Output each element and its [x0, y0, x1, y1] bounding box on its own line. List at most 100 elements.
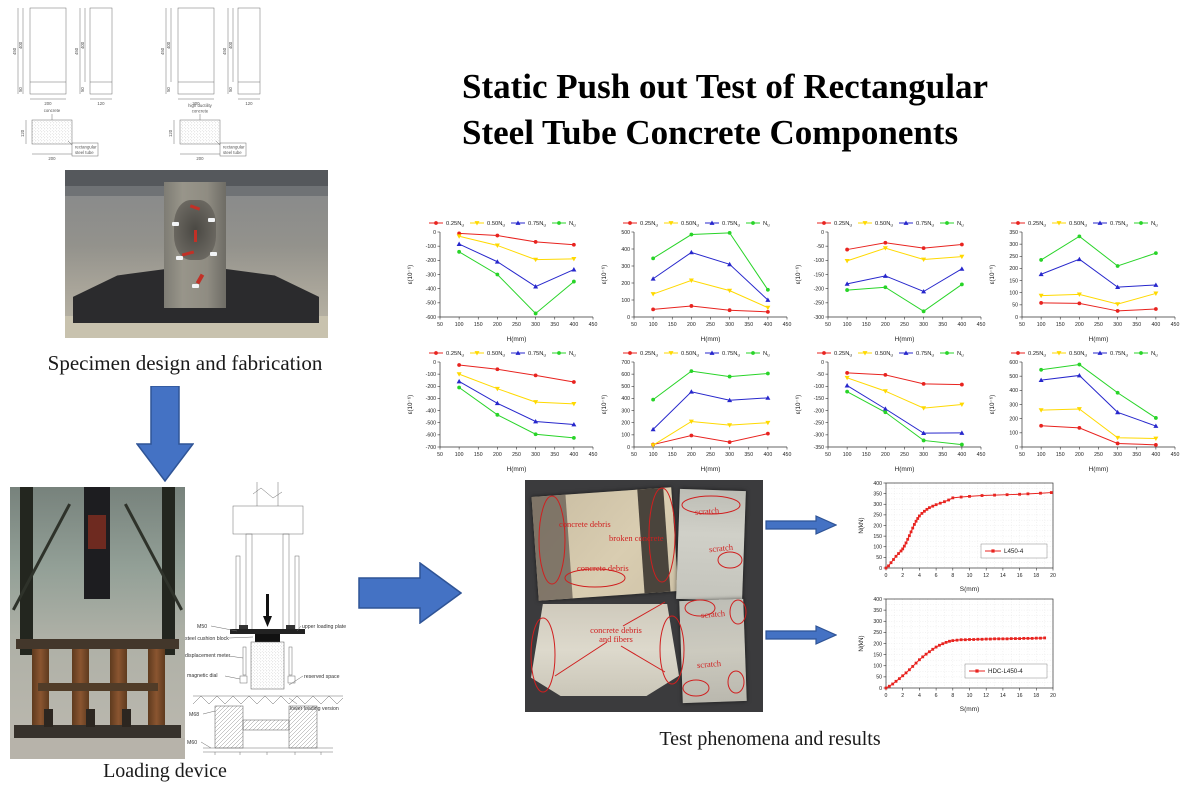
- svg-text:0.25Nu: 0.25Nu: [446, 221, 464, 228]
- svg-text:0: 0: [1015, 315, 1018, 321]
- svg-text:200: 200: [881, 452, 890, 458]
- specimen-photo: [65, 170, 328, 338]
- svg-text:N(kN): N(kN): [858, 635, 865, 651]
- damaged-specimen-photo-3: [531, 604, 679, 696]
- svg-text:400: 400: [958, 322, 967, 328]
- floor: [10, 738, 185, 759]
- svg-text:14: 14: [1000, 693, 1006, 699]
- svg-text:-200: -200: [426, 258, 436, 264]
- svg-text:200: 200: [493, 322, 502, 328]
- svg-text:100: 100: [1009, 291, 1018, 297]
- svg-text:-150: -150: [814, 272, 824, 278]
- loading-device-schematic: M50 steel cushion block displacement met…: [185, 482, 346, 755]
- svg-text:0.75Nu: 0.75Nu: [528, 221, 546, 228]
- svg-text:350: 350: [873, 608, 882, 614]
- svg-text:-100: -100: [814, 384, 824, 390]
- svg-text:350: 350: [744, 452, 753, 458]
- svg-text:600: 600: [1009, 360, 1018, 366]
- title-line-1: Static Push out Test of Rectangular: [462, 67, 988, 106]
- svg-text:50: 50: [825, 452, 831, 458]
- svg-text:0.25Nu: 0.25Nu: [834, 351, 852, 358]
- schematic-label-magnetic-dial: magnetic dial: [187, 673, 218, 679]
- svg-text:0.25Nu: 0.25Nu: [446, 351, 464, 358]
- svg-text:100: 100: [843, 452, 852, 458]
- svg-text:ε(10⁻⁶): ε(10⁻⁶): [795, 395, 802, 415]
- svg-text:300: 300: [1009, 402, 1018, 408]
- small-right-arrow-icon: [765, 625, 837, 645]
- svg-text:0.75Nu: 0.75Nu: [916, 221, 934, 228]
- svg-text:200: 200: [881, 322, 890, 328]
- svg-text:200: 200: [873, 641, 882, 647]
- svg-text:Nu: Nu: [957, 351, 964, 358]
- svg-text:0: 0: [885, 693, 888, 699]
- dim-label: 50: [166, 87, 171, 92]
- svg-text:14: 14: [1000, 573, 1006, 579]
- caption-loading: Loading device: [103, 760, 227, 782]
- schematic-label-m60: M60: [187, 740, 197, 746]
- svg-text:H(mm): H(mm): [507, 336, 527, 343]
- hdc-label: high ductility: [188, 103, 212, 108]
- actuator-detail: [88, 515, 106, 549]
- caption-specimen: Specimen design and fabrication: [47, 351, 323, 375]
- svg-text:250: 250: [1094, 322, 1103, 328]
- svg-text:-300: -300: [814, 315, 824, 321]
- svg-text:-250: -250: [814, 301, 824, 307]
- svg-text:0.50Nu: 0.50Nu: [1069, 221, 1087, 228]
- svg-text:10: 10: [967, 573, 973, 579]
- svg-text:100: 100: [1009, 431, 1018, 437]
- svg-text:-400: -400: [426, 408, 436, 414]
- svg-text:300: 300: [1113, 322, 1122, 328]
- svg-text:0.75Nu: 0.75Nu: [1110, 221, 1128, 228]
- svg-text:150: 150: [668, 322, 677, 328]
- steel-table-top: [16, 639, 179, 649]
- dim-label: 400: [80, 41, 85, 49]
- svg-text:-100: -100: [814, 258, 824, 264]
- svg-text:0.50Nu: 0.50Nu: [875, 351, 893, 358]
- svg-text:Nu: Nu: [569, 221, 576, 228]
- svg-text:-50: -50: [817, 244, 825, 250]
- dim-label: 120: [168, 129, 173, 137]
- svg-text:450: 450: [1171, 322, 1180, 328]
- svg-text:H(mm): H(mm): [1089, 466, 1109, 473]
- down-arrow-icon: [136, 386, 194, 482]
- svg-text:350: 350: [1132, 322, 1141, 328]
- svg-text:50: 50: [631, 322, 637, 328]
- concrete-label: concrete: [44, 108, 61, 113]
- dim-label: 120: [20, 129, 25, 137]
- svg-text:Nu: Nu: [1151, 221, 1158, 228]
- svg-text:150: 150: [862, 322, 871, 328]
- svg-text:N(kN): N(kN): [858, 517, 865, 533]
- svg-text:6: 6: [935, 693, 938, 699]
- dim-label: 450: [222, 47, 227, 55]
- svg-text:HDC-L450-4: HDC-L450-4: [988, 668, 1023, 675]
- svg-text:250: 250: [1094, 452, 1103, 458]
- svg-text:450: 450: [977, 452, 986, 458]
- dim-label: 200: [48, 156, 56, 161]
- svg-text:250: 250: [1009, 254, 1018, 260]
- svg-text:ε(10⁻⁶): ε(10⁻⁶): [601, 395, 608, 415]
- annotation-concrete-debris-2: concrete debris: [577, 563, 629, 573]
- svg-text:200: 200: [1009, 266, 1018, 272]
- svg-text:450: 450: [589, 452, 598, 458]
- svg-text:50: 50: [876, 555, 882, 561]
- svg-text:50: 50: [825, 322, 831, 328]
- anchor-stud: [86, 709, 95, 727]
- svg-text:18: 18: [1033, 573, 1039, 579]
- svg-text:0.50Nu: 0.50Nu: [1069, 351, 1087, 358]
- svg-text:250: 250: [706, 452, 715, 458]
- strain-gauge-tag: [176, 256, 183, 260]
- svg-text:-300: -300: [426, 272, 436, 278]
- svg-text:-150: -150: [814, 396, 824, 402]
- svg-text:350: 350: [938, 452, 947, 458]
- svg-text:250: 250: [512, 452, 521, 458]
- svg-text:500: 500: [1009, 374, 1018, 380]
- svg-text:12: 12: [983, 693, 989, 699]
- svg-text:100: 100: [621, 298, 630, 304]
- svg-text:ε(10⁻⁶): ε(10⁻⁶): [989, 395, 996, 415]
- svg-text:200: 200: [493, 452, 502, 458]
- svg-text:-600: -600: [426, 433, 436, 439]
- svg-text:0.25Nu: 0.25Nu: [1028, 351, 1046, 358]
